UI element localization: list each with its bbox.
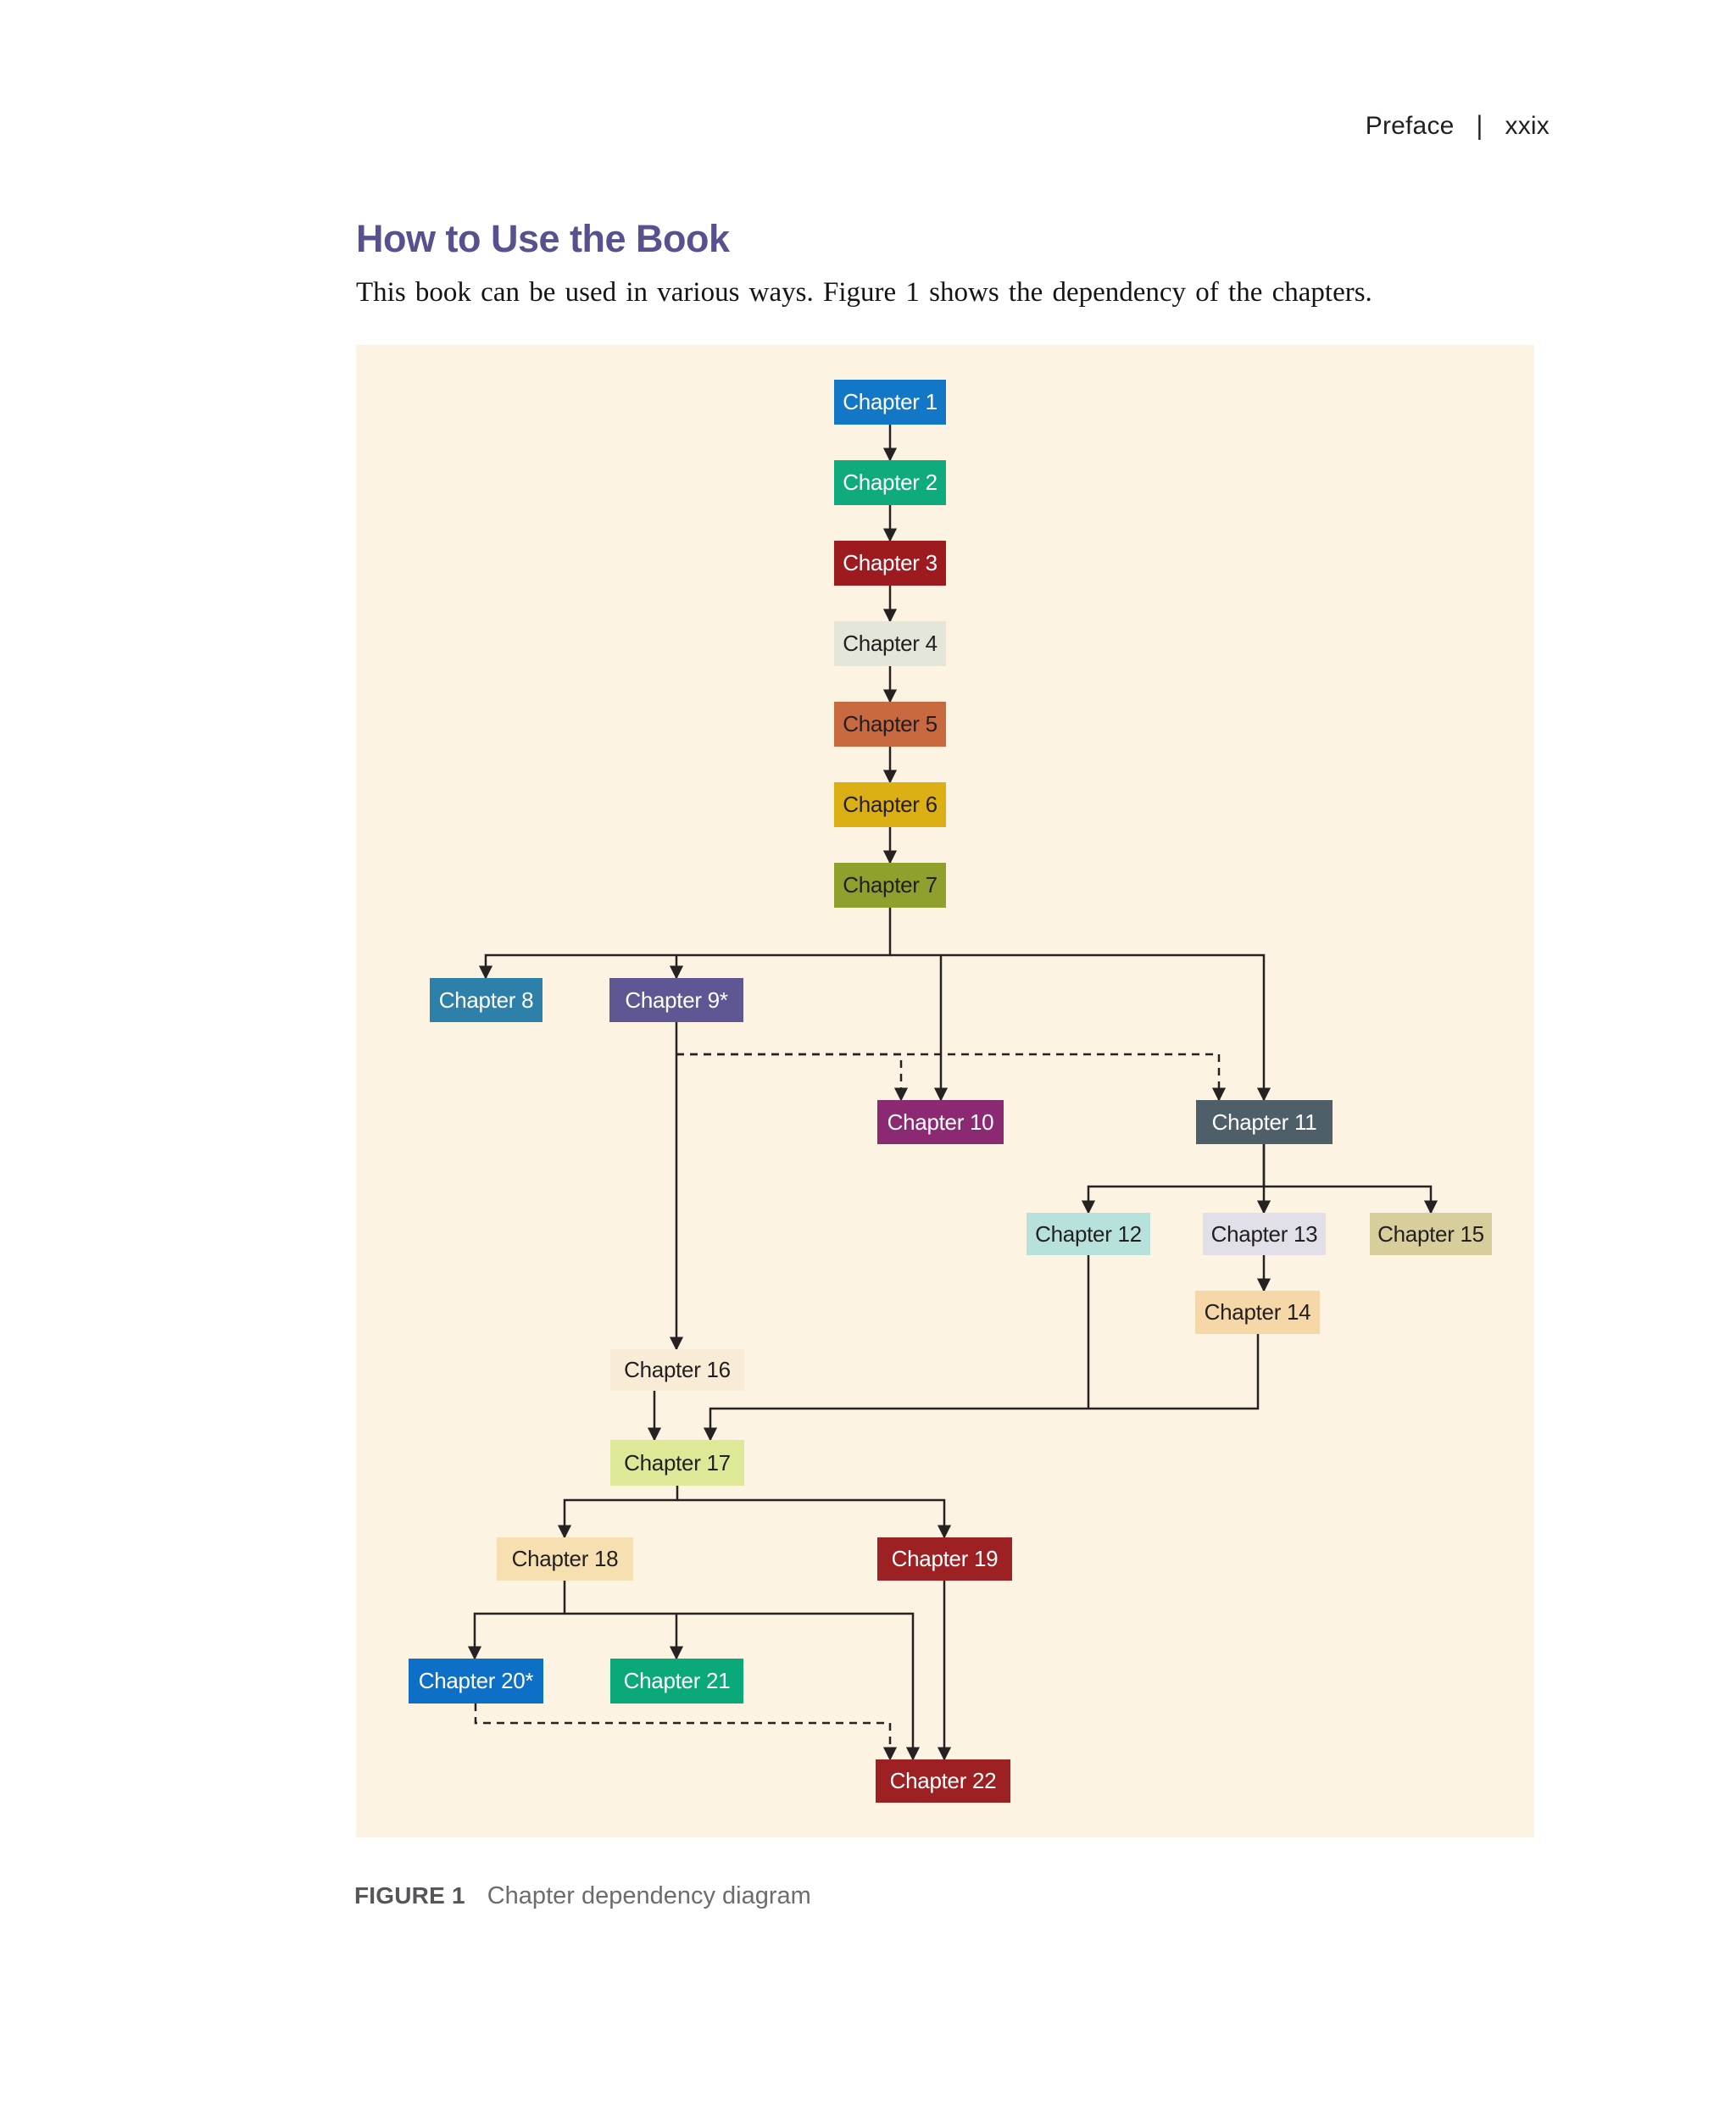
node-chapter-21: Chapter 21	[610, 1659, 743, 1703]
node-chapter-9: Chapter 9*	[609, 978, 743, 1022]
edge-ch17-ch18	[557, 1486, 679, 1539]
node-chapter-6: Chapter 6	[834, 782, 946, 827]
node-chapter-22: Chapter 22	[876, 1759, 1010, 1803]
edge-ch7-ch11	[890, 953, 1271, 1102]
figure-caption: FIGURE 1 Chapter dependency diagram	[354, 1882, 811, 1910]
node-chapter-17: Chapter 17	[610, 1440, 744, 1486]
edge-ch20-ch22	[474, 1703, 898, 1761]
node-chapter-14: Chapter 14	[1195, 1291, 1320, 1334]
page-header-section: Preface	[1365, 112, 1455, 140]
node-chapter-8: Chapter 8	[430, 978, 542, 1022]
edge-ch7-ch8	[478, 908, 892, 980]
node-chapter-10: Chapter 10	[877, 1100, 1004, 1144]
node-chapter-20: Chapter 20*	[409, 1659, 543, 1703]
edge-ch9-ch11	[676, 1053, 1227, 1102]
edge-ch14-ch17	[703, 1334, 1260, 1442]
intro-paragraph: This book can be used in various ways. F…	[356, 277, 1372, 308]
node-chapter-2: Chapter 2	[834, 460, 946, 505]
node-chapter-16: Chapter 16	[610, 1349, 744, 1391]
node-chapter-18: Chapter 18	[497, 1537, 633, 1581]
node-chapter-4: Chapter 4	[834, 621, 946, 666]
node-chapter-12: Chapter 12	[1027, 1213, 1150, 1255]
figure-caption-text: Chapter dependency diagram	[487, 1882, 811, 1909]
edge-ch18-ch22	[565, 1612, 921, 1761]
page-number: xxix	[1505, 112, 1550, 140]
node-chapter-13: Chapter 13	[1203, 1213, 1326, 1255]
node-chapter-15: Chapter 15	[1370, 1213, 1492, 1255]
edge-ch9-ch10	[676, 1053, 909, 1102]
node-chapter-1: Chapter 1	[834, 380, 946, 425]
node-chapter-11: Chapter 11	[1196, 1100, 1333, 1144]
page-header-separator: |	[1476, 111, 1483, 141]
section-title: How to Use the Book	[356, 217, 730, 260]
figure-panel: Chapter 1 Chapter 2 Chapter 3 Chapter 4 Chap…	[356, 345, 1534, 1837]
edge-ch18-ch20	[467, 1581, 566, 1660]
edge-ch11-ch12	[1081, 1144, 1266, 1214]
edge-ch17-ch19	[677, 1498, 952, 1539]
edge-ch11-ch15	[1264, 1185, 1438, 1214]
node-chapter-5: Chapter 5	[834, 702, 946, 747]
figure-label: FIGURE 1	[354, 1882, 465, 1909]
node-chapter-7: Chapter 7	[834, 863, 946, 908]
page-header: Preface | xxix	[1365, 111, 1550, 141]
node-chapter-19: Chapter 19	[877, 1537, 1012, 1581]
dependency-edges-layer	[467, 425, 1438, 1761]
node-chapter-3: Chapter 3	[834, 541, 946, 586]
